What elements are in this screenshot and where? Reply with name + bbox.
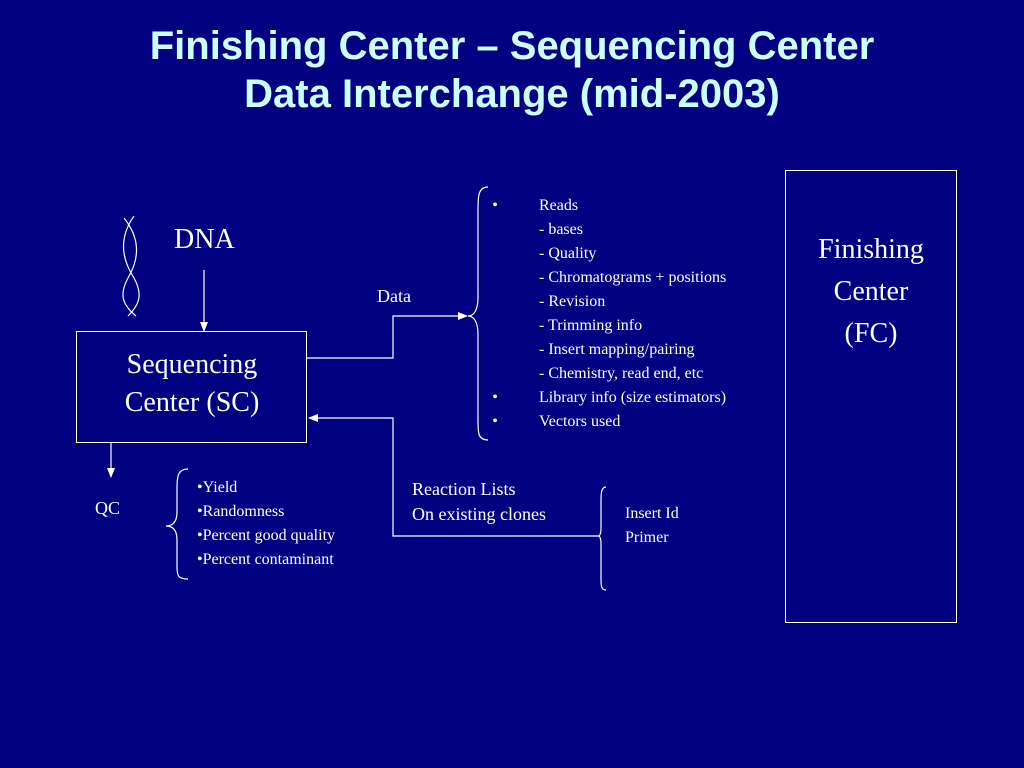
qc-brace xyxy=(165,468,189,580)
data-brace xyxy=(467,186,489,441)
list-item: •Vectors used xyxy=(492,413,621,430)
list-item: •Percent contaminant xyxy=(197,551,334,568)
list-item: - Quality xyxy=(539,245,597,262)
list-item: •Reads xyxy=(492,197,579,214)
data-items-list: •Reads - bases - Quality - Chromatograms… xyxy=(485,194,726,434)
reaction-lists-line-1: Reaction Lists xyxy=(412,479,516,499)
dna-label: DNA xyxy=(174,224,235,255)
reaction-lists-line-2: On existing clones xyxy=(412,504,546,524)
list-item: •Library info (size estimators) xyxy=(492,389,727,406)
reaction-to-sc-arrow xyxy=(308,414,600,537)
list-item: •Randomness xyxy=(197,503,285,520)
fc-label-line-3: (FC) xyxy=(844,318,898,349)
page-title: Finishing Center – Sequencing Center Dat… xyxy=(0,22,1024,118)
list-item: •Yield xyxy=(197,479,238,496)
list-item: - Trimming info xyxy=(539,317,643,334)
sequencing-center-box: Sequencing Center (SC) xyxy=(76,331,307,443)
reaction-lists-label: Reaction Lists On existing clones xyxy=(412,477,546,527)
finishing-center-box: Finishing Center (FC) xyxy=(785,170,957,623)
sc-to-data-arrow xyxy=(307,312,468,359)
sc-label-line-2: Center (SC) xyxy=(124,387,260,418)
fc-label-line-2: Center xyxy=(833,276,909,307)
dna-helix-icon xyxy=(122,215,140,317)
list-item: - Revision xyxy=(539,293,606,310)
data-label: Data xyxy=(377,286,411,306)
reaction-brace xyxy=(597,486,607,591)
list-item: - Chemistry, read end, etc xyxy=(539,365,704,382)
title-line-2: Data Interchange (mid-2003) xyxy=(244,72,780,116)
finishing-center-label: Finishing Center (FC) xyxy=(786,229,956,355)
list-item: Primer xyxy=(625,529,669,546)
reaction-items-list: Insert Id Primer xyxy=(625,502,679,550)
qc-label: QC xyxy=(95,498,121,518)
fc-label-line-1: Finishing xyxy=(818,234,924,265)
list-item: •Percent good quality xyxy=(197,527,336,544)
sequencing-center-label: Sequencing Center (SC) xyxy=(77,346,307,422)
qc-items-list: •Yield •Randomness •Percent good quality… xyxy=(197,476,335,572)
list-item: - Chromatograms + positions xyxy=(539,269,727,286)
list-item: - Insert mapping/pairing xyxy=(539,341,695,358)
sc-label-line-1: Sequencing xyxy=(126,349,258,380)
list-item: - bases xyxy=(539,221,583,238)
title-line-1: Finishing Center – Sequencing Center xyxy=(149,24,875,68)
list-item: Insert Id xyxy=(625,505,679,522)
